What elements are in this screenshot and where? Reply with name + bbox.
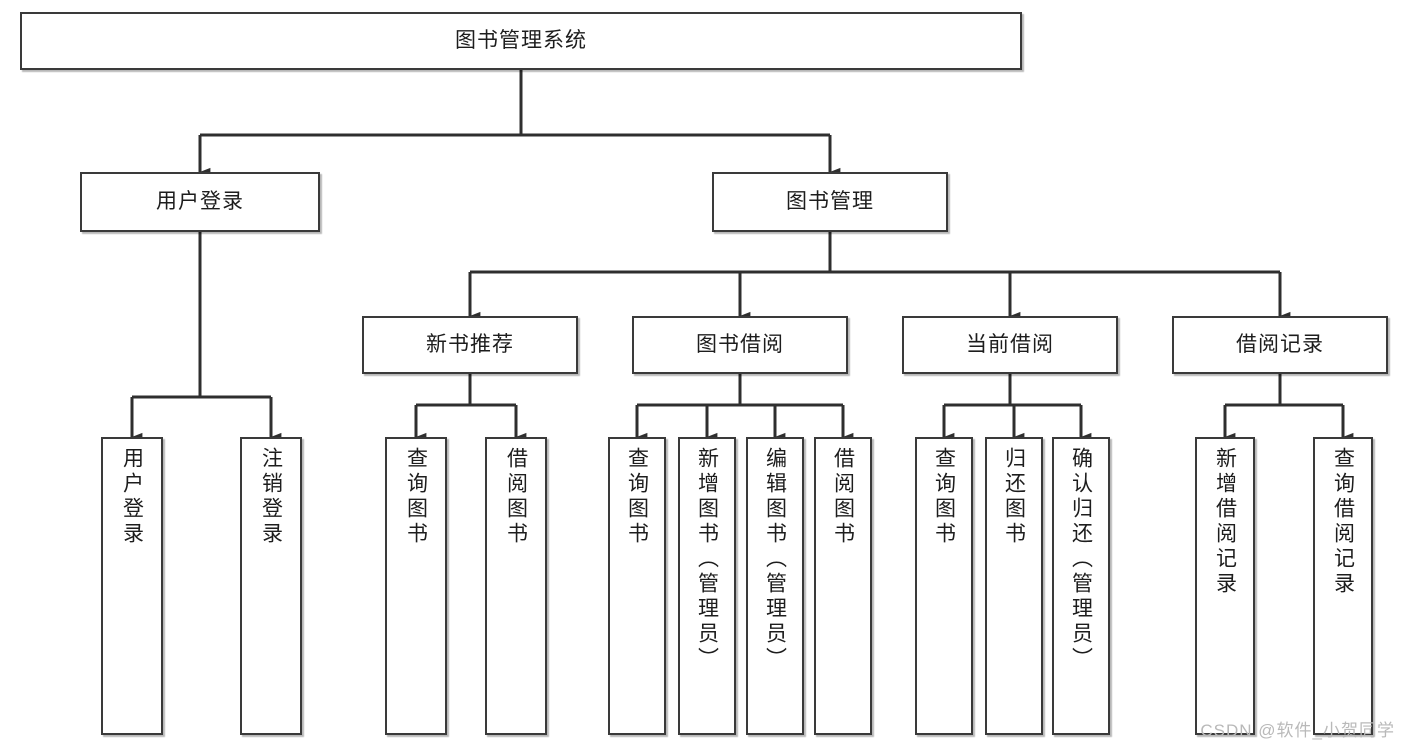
node-n-book-manage[interactable]: 图书管理	[712, 172, 948, 232]
node-l-add-book[interactable]: 新增图书（管理员）	[678, 437, 736, 735]
node-label: 新增图书（管理员）	[695, 447, 719, 672]
node-l-confirm-return[interactable]: 确认归还（管理员）	[1052, 437, 1110, 735]
node-label: 归还图书	[1002, 447, 1026, 547]
node-l-add-record[interactable]: 新增借阅记录	[1195, 437, 1255, 735]
node-n-borrow-record[interactable]: 借阅记录	[1172, 316, 1388, 374]
node-n-new-book-rec[interactable]: 新书推荐	[362, 316, 578, 374]
node-n-book-borrow[interactable]: 图书借阅	[632, 316, 848, 374]
node-l-query-book-3[interactable]: 查询图书	[915, 437, 973, 735]
connector-layer	[130, 70, 1354, 442]
node-l-return-book[interactable]: 归还图书	[985, 437, 1043, 735]
node-n-user-login[interactable]: 用户登录	[80, 172, 320, 232]
node-label: 图书管理	[786, 189, 874, 213]
node-label: 查询借阅记录	[1331, 447, 1355, 597]
node-label: 借阅记录	[1236, 332, 1324, 356]
node-l-edit-book[interactable]: 编辑图书（管理员）	[746, 437, 804, 735]
node-label: 借阅图书	[504, 447, 528, 547]
node-n-current-borrow[interactable]: 当前借阅	[902, 316, 1118, 374]
watermark-credit: CSDN @软件_小贺同学	[1200, 721, 1395, 740]
node-label: 确认归还（管理员）	[1069, 447, 1093, 672]
node-l-logout-login[interactable]: 注销登录	[240, 437, 302, 735]
node-l-query-book-1[interactable]: 查询图书	[385, 437, 447, 735]
node-root[interactable]: 图书管理系统	[20, 12, 1022, 70]
node-label: 新增借阅记录	[1213, 447, 1237, 597]
node-label: 查询图书	[932, 447, 956, 547]
node-label: 查询图书	[625, 447, 649, 547]
node-label: 查询图书	[404, 447, 428, 547]
node-label: 借阅图书	[831, 447, 855, 547]
node-l-query-record[interactable]: 查询借阅记录	[1313, 437, 1373, 735]
node-label: 图书借阅	[696, 332, 784, 356]
node-label: 用户登录	[120, 447, 144, 547]
node-label: 新书推荐	[426, 332, 514, 356]
node-l-user-login[interactable]: 用户登录	[101, 437, 163, 735]
node-label: 当前借阅	[966, 332, 1054, 356]
node-l-borrow-book-1[interactable]: 借阅图书	[485, 437, 547, 735]
node-label: 注销登录	[259, 447, 283, 547]
node-l-borrow-book-2[interactable]: 借阅图书	[814, 437, 872, 735]
node-l-query-book-2[interactable]: 查询图书	[608, 437, 666, 735]
node-label: 编辑图书（管理员）	[763, 447, 787, 672]
node-label: 图书管理系统	[455, 28, 587, 52]
node-label: 用户登录	[156, 189, 244, 213]
